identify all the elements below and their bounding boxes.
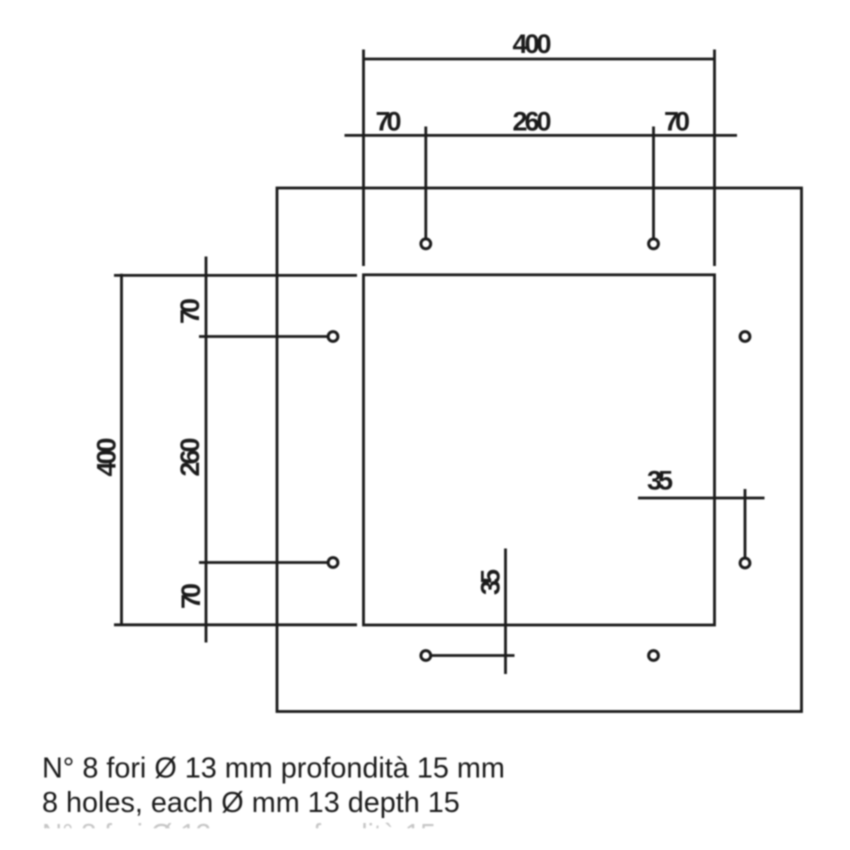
svg-text:400: 400	[513, 29, 552, 59]
svg-text:70: 70	[175, 298, 205, 324]
svg-text:260: 260	[175, 438, 205, 477]
svg-text:35: 35	[475, 569, 505, 595]
svg-text:8 holes, each Ø mm 13 depth 15: 8 holes, each Ø mm 13 depth 15	[42, 787, 460, 819]
svg-text:N° 8 fori Ø 13 mm profondità 1: N° 8 fori Ø 13 mm profondità 15 mm	[42, 753, 505, 785]
svg-text:35: 35	[647, 465, 673, 495]
svg-text:70: 70	[376, 107, 402, 137]
svg-text:400: 400	[92, 438, 122, 477]
svg-text:N° 8 fori Ø 13 mm profondità 1: N° 8 fori Ø 13 mm profondità 15 mm	[42, 819, 490, 850]
svg-text:260: 260	[513, 107, 552, 137]
svg-text:70: 70	[664, 107, 690, 137]
svg-text:70: 70	[176, 583, 206, 609]
